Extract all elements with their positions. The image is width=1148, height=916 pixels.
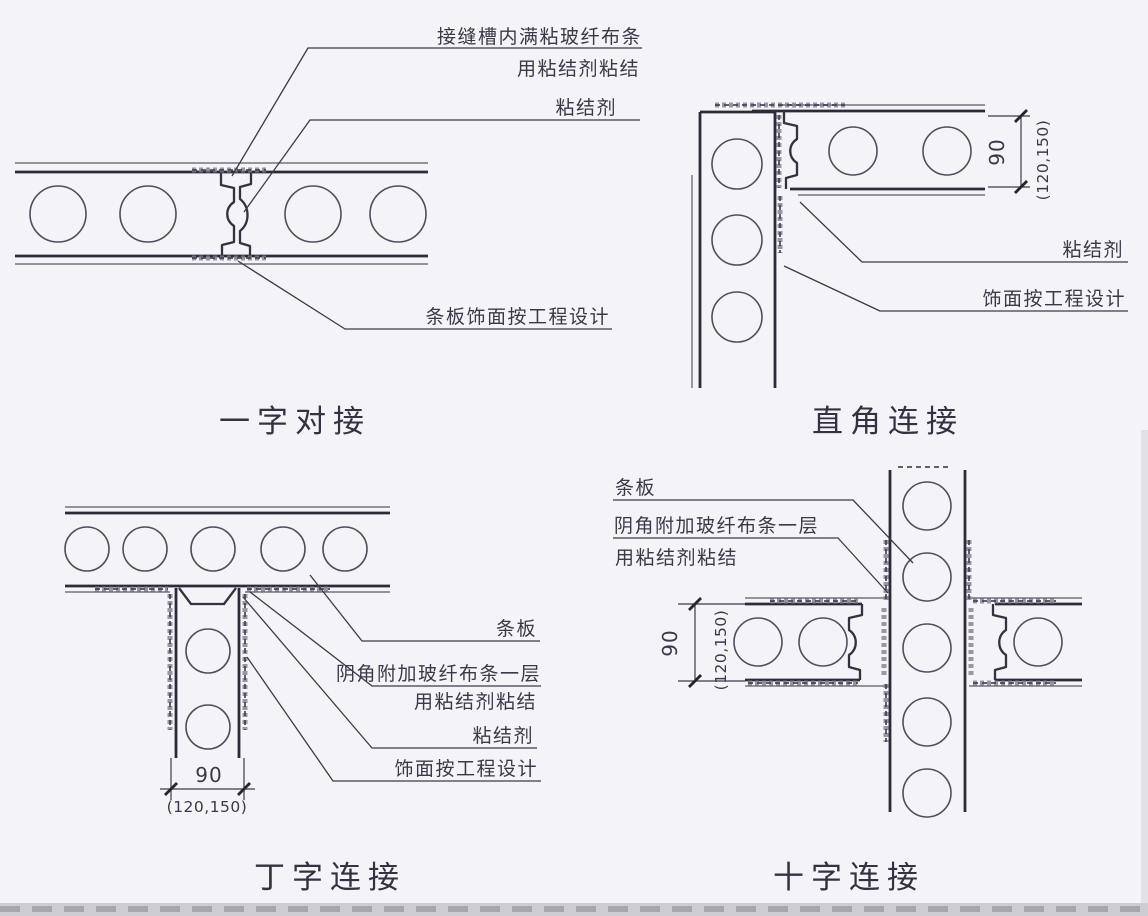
cross-label-corner-tape-line2: 用粘结剂粘结	[615, 547, 738, 569]
ra-adhesive-stipple	[715, 102, 845, 253]
tee-vertical-panel	[174, 587, 241, 758]
cross-title: 十字连接	[773, 860, 925, 896]
scan-edge-artifacts	[0, 430, 1148, 916]
butt-adhesive-stipple	[192, 167, 266, 261]
cross-label-panel: 条板	[615, 477, 656, 499]
ra-dimension: 90 (120,150)	[985, 109, 1052, 201]
tee-title: 丁字连接	[254, 860, 406, 896]
cross-left-panel	[733, 597, 888, 687]
cross-right-panel	[969, 597, 1082, 687]
right-angle-diagram: 90 (120,150) 粘结剂 饰面按工程设计 直角连接	[691, 102, 1128, 440]
ra-leader-lines	[783, 201, 1128, 312]
ra-label-finish: 饰面按工程设计	[982, 288, 1126, 310]
tee-adhesive-stipple	[95, 586, 330, 730]
cross-dimension: 90 (120,150)	[658, 597, 745, 691]
butt-title: 一字对接	[219, 404, 371, 440]
butt-tongue-groove-joint	[219, 172, 253, 256]
butt-label-groove-tape-line2: 用粘结剂粘结	[517, 58, 640, 80]
butt-label-groove-tape-line1: 接缝槽内满粘玻纤布条	[437, 26, 642, 48]
ra-dimension-primary: 90	[985, 138, 1009, 165]
right-angle-title: 直角连接	[812, 404, 964, 440]
butt-hollow-cores	[29, 185, 427, 243]
cross-label-corner-tape-line1: 阴角附加玻纤布条一层	[614, 515, 819, 537]
tee-leader-lines	[242, 574, 541, 782]
cross-leader-lines	[613, 499, 914, 594]
tee-dimension-primary: 90	[195, 763, 222, 787]
ra-dimension-alternate: (120,150)	[1034, 120, 1052, 201]
tee-horizontal-panel	[64, 506, 390, 593]
ra-label-adhesive: 粘结剂	[1062, 239, 1124, 261]
tee-dimension-alternate: (120,150)	[167, 798, 248, 816]
butt-label-adhesive: 粘结剂	[555, 97, 617, 119]
ra-vertical-panel	[691, 110, 777, 388]
tee-joint-diagram: 90 (120,150) 条板 阴角附加玻纤布条一层 用粘结剂粘结 粘结剂 饰面…	[64, 506, 541, 896]
tee-dimension: 90 (120,150)	[160, 758, 255, 816]
ra-horizontal-panel	[752, 104, 985, 196]
butt-leader-lines	[231, 47, 642, 330]
tee-label-corner-tape-line1: 阴角附加玻纤布条一层	[336, 663, 541, 685]
tee-label-finish: 饰面按工程设计	[394, 758, 538, 780]
tee-label-corner-tape-line2: 用粘结剂粘结	[414, 691, 537, 713]
butt-label-finish: 条板饰面按工程设计	[425, 306, 610, 328]
cross-dimension-primary: 90	[658, 629, 682, 656]
cross-vertical-panel	[888, 466, 967, 818]
cross-joint-diagram: 90 (120,150) 条板 阴角附加玻纤布条一层 用粘结剂粘结 十字连接	[613, 466, 1082, 896]
tee-label-panel: 条板	[496, 618, 537, 640]
tee-label-adhesive: 粘结剂	[472, 725, 534, 747]
cross-adhesive-stipple	[748, 540, 1056, 742]
cross-dimension-alternate: (120,150)	[712, 610, 730, 691]
butt-joint-diagram: 接缝槽内满粘玻纤布条 用粘结剂粘结 粘结剂 条板饰面按工程设计 一字对接	[15, 26, 642, 440]
